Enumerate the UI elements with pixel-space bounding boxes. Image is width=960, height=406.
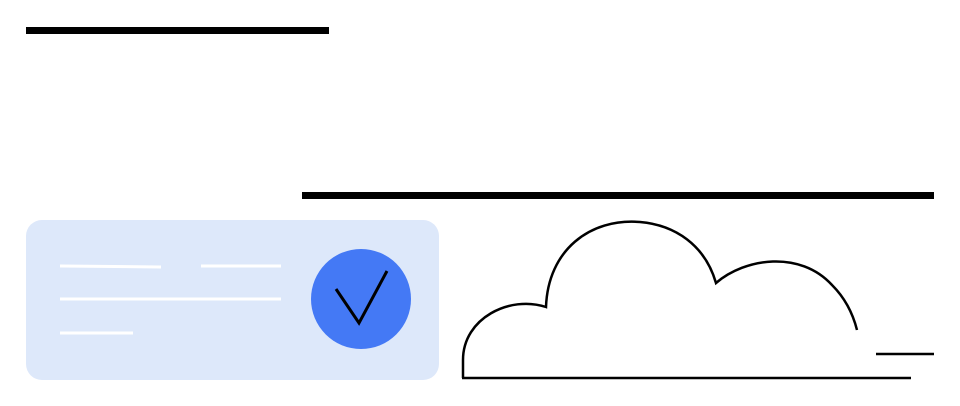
middle-divider-line <box>302 192 934 199</box>
cloud-icon <box>461 220 934 380</box>
placeholder-text-lines <box>59 264 281 335</box>
checkmark-icon <box>334 270 389 326</box>
cloud-outline <box>461 220 859 378</box>
placeholder-line <box>59 264 162 269</box>
check-badge <box>311 249 411 349</box>
status-card <box>26 220 439 380</box>
top-divider-line <box>26 27 329 34</box>
